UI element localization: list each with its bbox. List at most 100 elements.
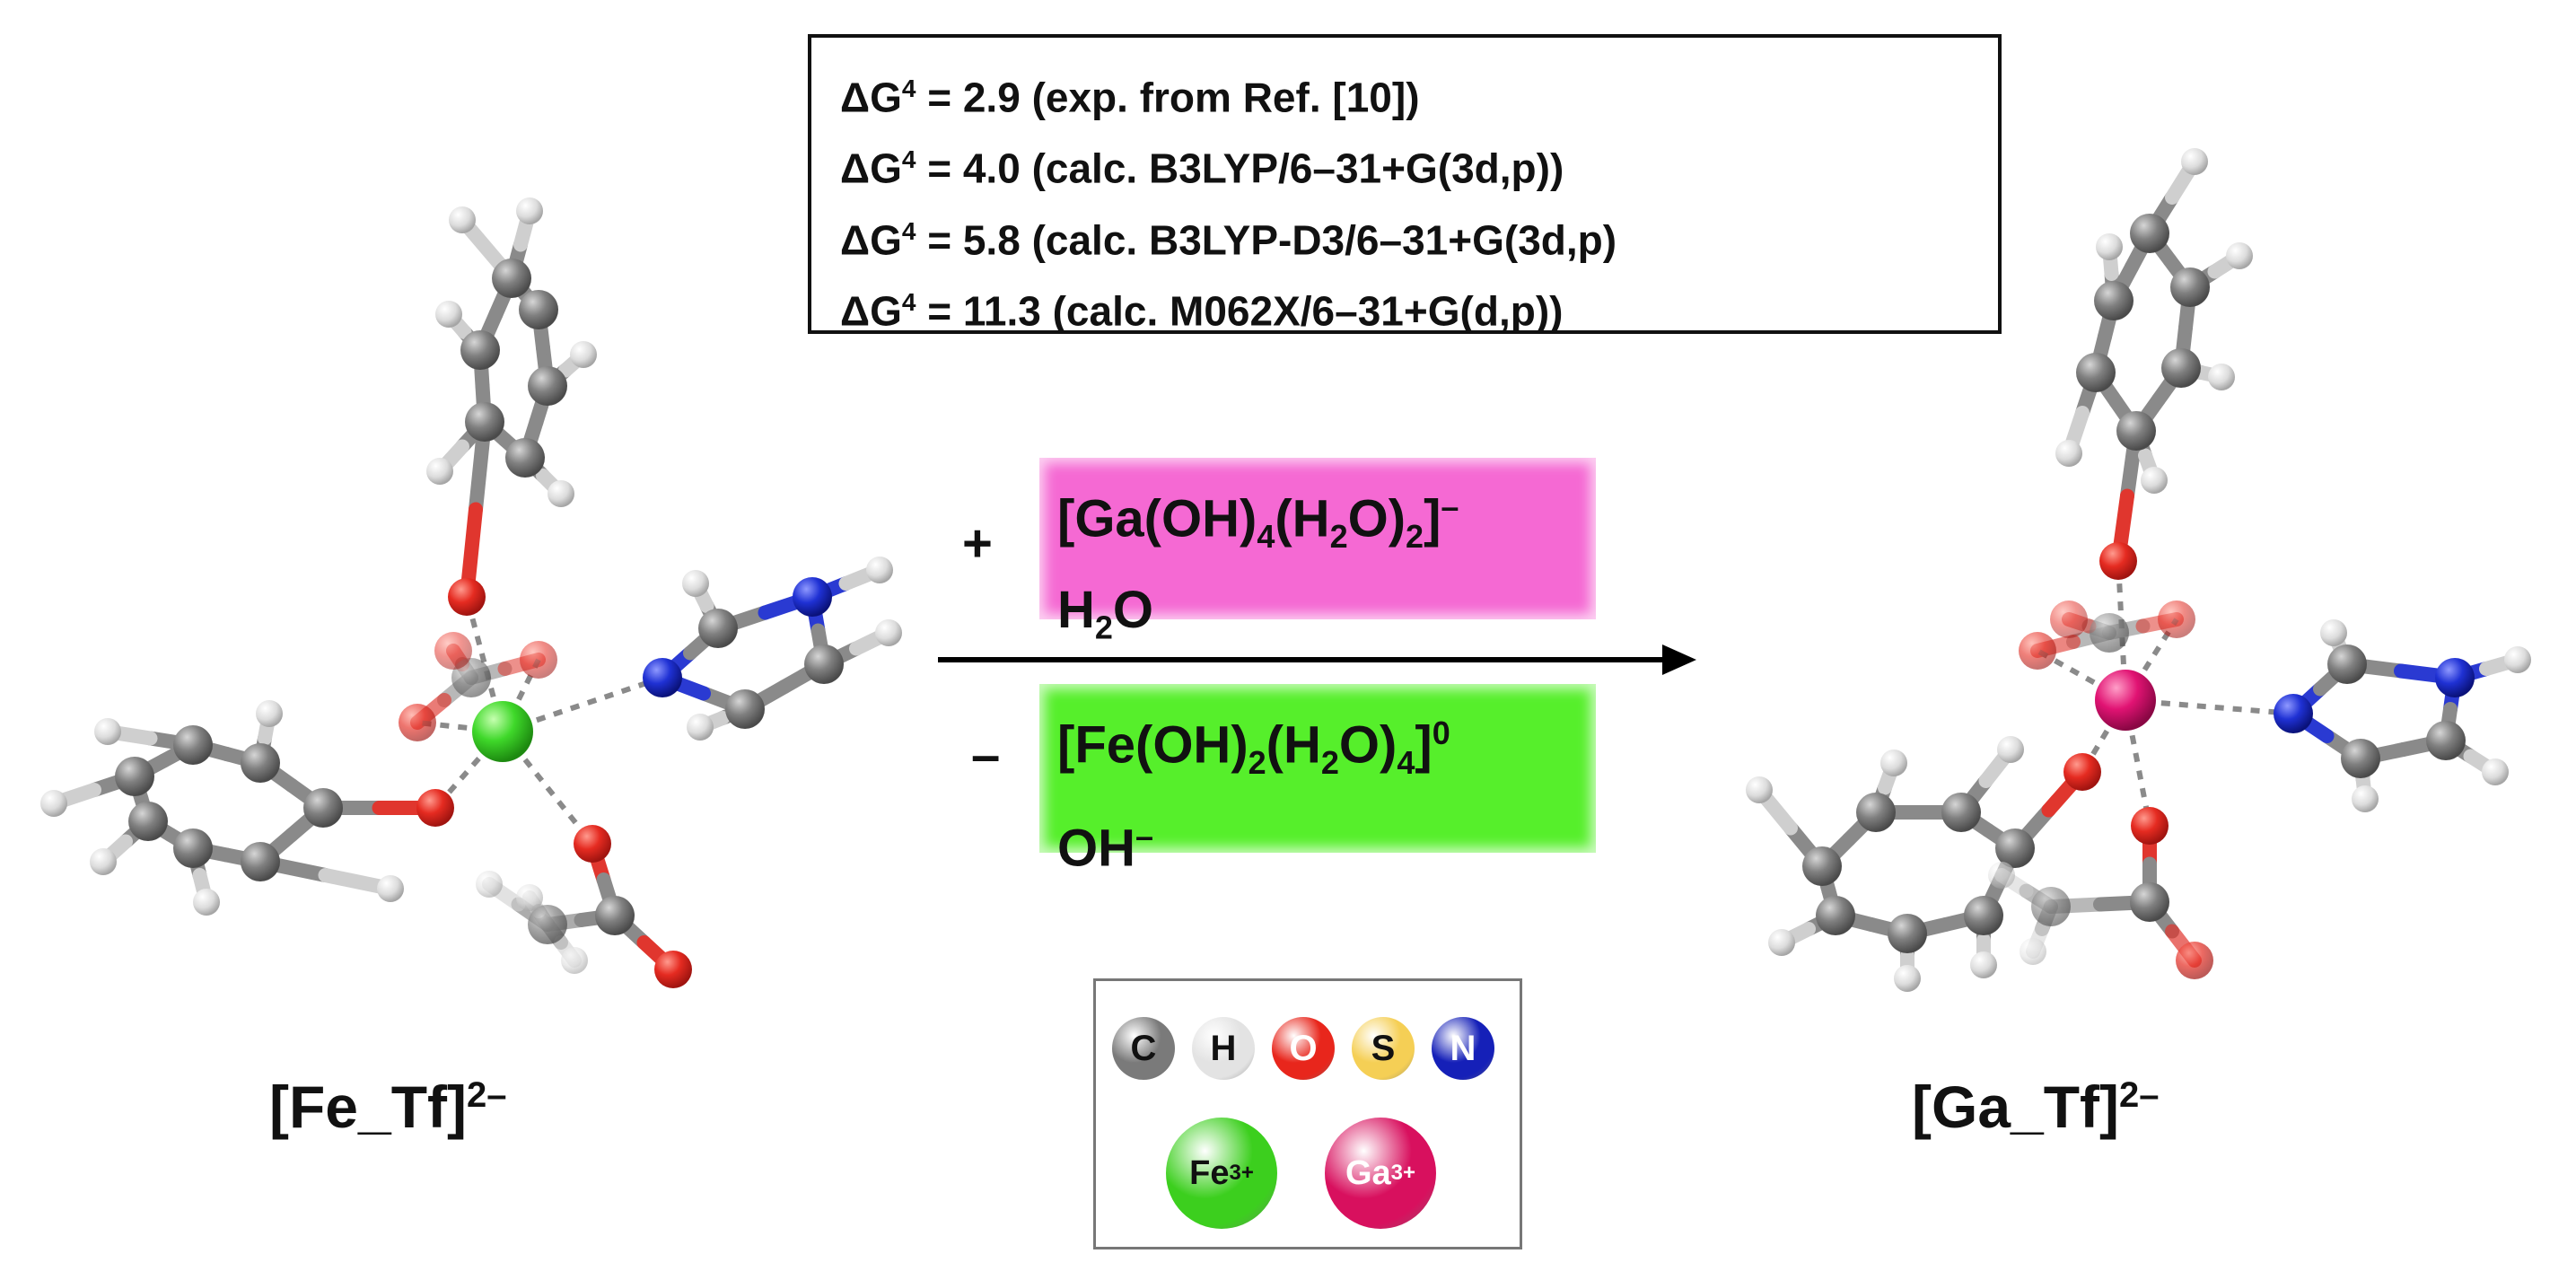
atom-c xyxy=(1856,793,1896,832)
ga-complex-label: [Ga_Tf]2– xyxy=(1912,1074,2160,1140)
atom-h xyxy=(94,718,121,745)
atom-o xyxy=(654,951,692,988)
atom-n xyxy=(2435,658,2475,697)
atom-h xyxy=(875,619,902,646)
removed-reagent-hydroxide: OH– xyxy=(1057,817,1154,878)
atom-h xyxy=(2096,233,2123,260)
atom-h xyxy=(682,570,709,597)
atom-c xyxy=(519,290,558,329)
atom-c xyxy=(1816,896,1855,935)
atom-n xyxy=(643,658,682,697)
atom-c xyxy=(173,725,213,765)
atom-h xyxy=(2055,440,2082,467)
atom-c xyxy=(2161,348,2201,388)
atom-c xyxy=(595,896,635,935)
atom-h xyxy=(1997,736,2024,763)
atom-h xyxy=(90,848,117,875)
atom-c xyxy=(2327,644,2367,684)
atom-h xyxy=(2020,938,2046,965)
atom-c xyxy=(1802,846,1842,886)
atom-h xyxy=(2482,758,2509,785)
atom-h xyxy=(561,947,588,974)
fe-complex-atoms xyxy=(40,197,902,988)
removed-reagents-box: [Fe(OH)2(H2O)4]0 OH– xyxy=(1039,684,1596,877)
atom-c xyxy=(528,366,567,406)
atom-h xyxy=(687,714,714,741)
energy-line-4: ΔG4 = 11.3 (calc. M062X/6–31+G(d,p)) xyxy=(840,287,1564,335)
atom-c xyxy=(2426,721,2466,760)
atom-h xyxy=(2504,646,2531,673)
added-reagent-water: H2O xyxy=(1057,580,1154,646)
atom-o xyxy=(2158,601,2195,638)
atom-c xyxy=(241,743,280,783)
atom-o xyxy=(520,641,557,679)
atom-h xyxy=(2181,148,2208,175)
reaction-arrow xyxy=(938,644,1696,675)
atom-c xyxy=(505,438,545,478)
atom-o xyxy=(434,632,472,670)
atom-h xyxy=(570,341,597,368)
atom-h xyxy=(2141,467,2168,494)
atom-c xyxy=(128,802,168,841)
atom-c xyxy=(2031,887,2071,926)
atom-h xyxy=(476,871,503,898)
atom-c xyxy=(2094,281,2134,320)
atom-n xyxy=(793,577,832,617)
atom-c xyxy=(1995,828,2035,868)
atom-h xyxy=(2352,785,2379,812)
atom-h xyxy=(1988,862,2015,889)
atom-o xyxy=(416,789,454,827)
atom-o xyxy=(448,578,486,616)
atom-n xyxy=(2274,694,2313,733)
atom-c xyxy=(2130,214,2169,253)
atom-c xyxy=(725,689,765,729)
atom-o xyxy=(2099,542,2137,580)
added-reagents-box: [Ga(OH)4(H2O)2]– H2O xyxy=(1039,458,1596,646)
atom-h xyxy=(1894,965,1921,992)
legend-nitrogen: N xyxy=(1432,1017,1494,1080)
ga-complex-atoms xyxy=(1746,148,2531,992)
atom-c xyxy=(492,259,531,298)
atom-c xyxy=(173,828,213,868)
coordination-bond xyxy=(500,658,541,733)
atom-h xyxy=(2226,242,2253,269)
atom-h xyxy=(377,875,404,902)
atom-c xyxy=(804,644,844,684)
atom-h xyxy=(1768,929,1795,956)
atom-h xyxy=(516,197,543,224)
atom-c xyxy=(465,402,504,442)
atom-h xyxy=(1880,750,1907,776)
atom-c xyxy=(115,757,154,796)
atom-c xyxy=(2116,411,2156,451)
atom-h xyxy=(516,884,543,911)
atom-c xyxy=(1888,914,1927,953)
atom-h xyxy=(256,700,283,727)
fe-complex-label: [Fe_Tf]2– xyxy=(269,1074,507,1140)
plus-sign: + xyxy=(962,514,993,573)
atom-h xyxy=(40,790,67,817)
atom-c xyxy=(2130,882,2169,922)
atom-c xyxy=(2076,353,2116,392)
atom-c xyxy=(460,330,500,370)
atom-h xyxy=(435,301,462,328)
atom-c xyxy=(2170,267,2210,307)
energy-line-1: ΔG4 = 2.9 (exp. from Ref. [10]) xyxy=(840,74,1420,121)
atom-c xyxy=(451,658,491,697)
legend-sulfur: S xyxy=(1352,1017,1415,1080)
atom-fe xyxy=(472,701,533,762)
atom-o xyxy=(2063,753,2101,791)
energy-barrier-box: ΔG4 = 2.9 (exp. from Ref. [10]) ΔG4 = 4.… xyxy=(808,34,2002,334)
atom-ga xyxy=(2095,670,2156,731)
atom-c xyxy=(241,842,280,881)
atom-h xyxy=(1746,776,1773,803)
atom-o xyxy=(2019,632,2056,670)
atom-c xyxy=(528,905,567,944)
atom-c xyxy=(698,609,738,648)
atom-h xyxy=(866,557,893,583)
atom-h xyxy=(1970,951,1997,978)
atom-c xyxy=(2341,739,2380,778)
